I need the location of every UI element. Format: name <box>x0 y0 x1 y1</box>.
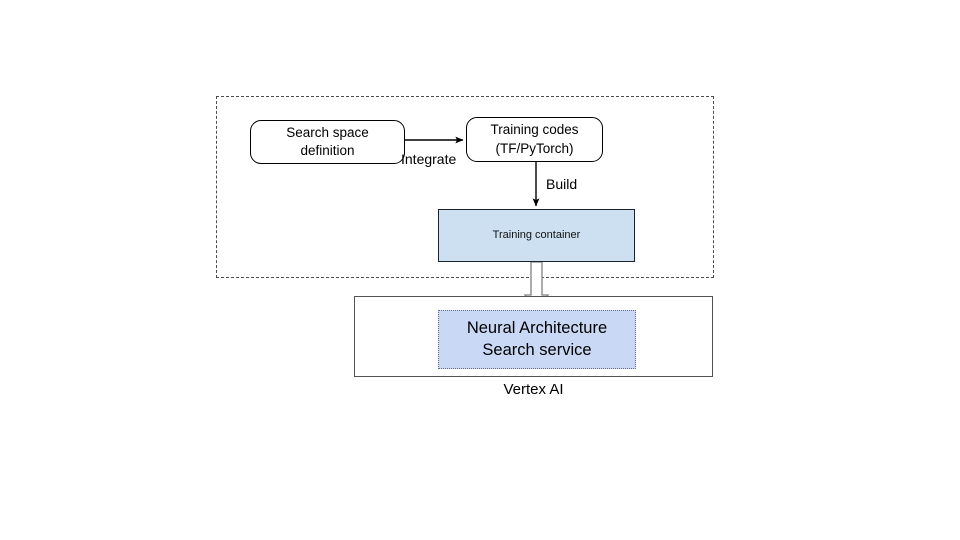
node-search-space-definition[interactable]: Search space definition <box>250 120 405 164</box>
edge-label-build: Build <box>546 176 578 192</box>
nas-service-label-line1: Neural Architecture <box>466 319 608 338</box>
training-container-label: Training container <box>492 229 581 242</box>
search-space-label-line2: definition <box>300 143 355 158</box>
node-neural-architecture-search-service[interactable]: Neural Architecture Search service <box>438 310 636 369</box>
user-environment-group <box>216 96 714 278</box>
vertex-ai-caption: Vertex AI <box>503 381 564 398</box>
node-training-container[interactable]: Training container <box>438 209 635 262</box>
search-space-label-line1: Search space <box>286 124 369 140</box>
training-codes-label-line2: (TF/PyTorch) <box>495 140 574 156</box>
edge-label-integrate: Integrate <box>401 151 457 167</box>
node-training-codes[interactable]: Training codes (TF/PyTorch) <box>466 117 603 162</box>
training-codes-label-line1: Training codes <box>490 122 579 138</box>
nas-service-label-line2: Search service <box>482 340 592 359</box>
